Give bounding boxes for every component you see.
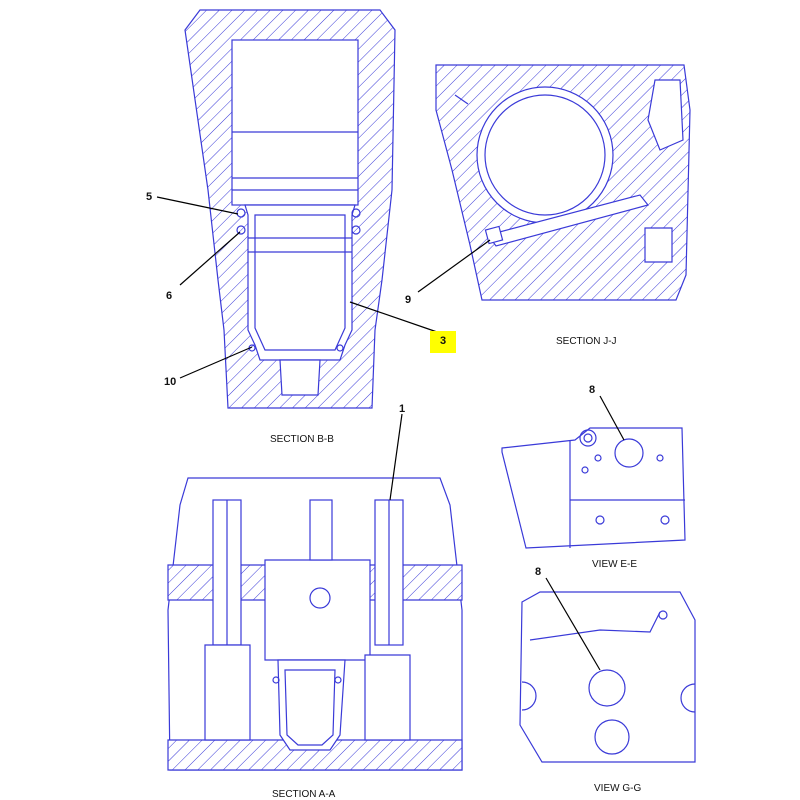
leader-9 [417, 239, 491, 293]
callout-5[interactable]: 5 [146, 191, 152, 203]
callout-1[interactable]: 1 [399, 403, 405, 415]
view-g-g-title: VIEW G-G [594, 783, 641, 794]
section-b-b-view [184, 9, 396, 409]
callout-8-top[interactable]: 8 [589, 384, 595, 396]
callout-3-highlight [430, 331, 456, 353]
leader-8-top [599, 395, 625, 441]
leader-6 [179, 231, 241, 286]
section-j-j-title: SECTION J-J [556, 336, 617, 347]
callout-10[interactable]: 10 [164, 376, 176, 388]
leader-8-bottom [545, 577, 601, 671]
view-e-e-title: VIEW E-E [592, 559, 637, 570]
leader-1 [389, 413, 403, 501]
view-g-g [519, 591, 696, 763]
section-b-b-title: SECTION B-B [270, 434, 334, 445]
callout-9[interactable]: 9 [405, 294, 411, 306]
leader-5 [156, 196, 239, 215]
callout-6[interactable]: 6 [166, 290, 172, 302]
section-a-a-view [167, 477, 463, 771]
callout-3[interactable]: 3 [440, 335, 446, 347]
leader-3 [349, 301, 441, 334]
view-e-e [501, 427, 686, 549]
callout-8-bottom[interactable]: 8 [535, 566, 541, 578]
section-a-a-title: SECTION A-A [272, 789, 336, 800]
leader-10 [179, 346, 253, 379]
section-j-j-view [435, 64, 691, 301]
